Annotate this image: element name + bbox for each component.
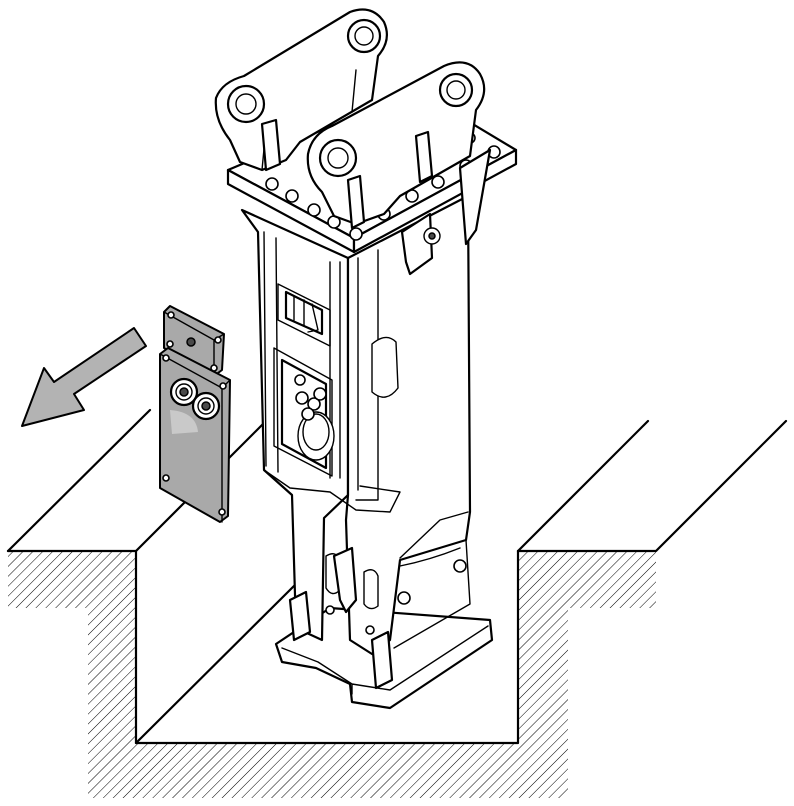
bracket-left-pin-inner: [235, 93, 257, 115]
lower-bolt-1-icon: [397, 591, 411, 605]
ground-surface-right: [516, 419, 788, 553]
pit-front-wall: [134, 549, 520, 745]
large-plate-screw-3: [162, 474, 170, 482]
ground-right-back: [516, 419, 650, 553]
accumulator-cap: [302, 413, 330, 451]
soil-hatching: [8, 551, 656, 798]
gusset-hole-inner: [428, 232, 436, 240]
right-strap: [393, 539, 471, 649]
lower-strap: [263, 469, 469, 559]
bracket-rib-2: [414, 130, 434, 184]
side-gusset: [458, 148, 492, 246]
small-plate-screw-2: [214, 336, 222, 344]
bracket-left-plate: [214, 8, 389, 172]
small-plate-screw-1: [167, 311, 175, 319]
upper-window-frame: [277, 283, 331, 347]
bracket-right-top-inner: [446, 80, 466, 100]
bracket-rib-3: [260, 118, 282, 172]
side-oval-opening: [371, 336, 399, 398]
housing-edge-strip: [329, 249, 379, 501]
pit-floor-edge: [134, 578, 302, 745]
fitting-5-icon: [294, 374, 306, 386]
lower-window-frame: [273, 347, 333, 477]
bracket-right-pin-inner: [327, 147, 349, 169]
fitting-4-icon: [313, 387, 327, 401]
flange-bolts: [265, 132, 501, 241]
fitting-1-icon: [295, 391, 309, 405]
large-plate-screw-4: [218, 508, 226, 516]
hydraulic-breaker: [214, 8, 518, 710]
large-plate-screw-1: [162, 354, 170, 362]
cover-plate-icon: [159, 305, 231, 523]
small-plate-plug: [186, 337, 196, 347]
bracket-left-top-inner: [354, 26, 374, 46]
hose-coupling-icon: [169, 377, 221, 421]
large-plate-screw-2: [219, 382, 227, 390]
bracket-rib-1: [346, 174, 366, 230]
small-plate-screw-3: [166, 340, 174, 348]
lower-lug-left: [288, 590, 312, 642]
fitting-2-icon: [307, 397, 321, 411]
large-cover-plate: [159, 347, 231, 523]
removal-arrow-icon: [21, 327, 147, 427]
housing-left-strip: [263, 231, 279, 473]
lower-bolt-3-icon: [325, 605, 335, 615]
upper-window-detail: [293, 295, 319, 333]
housing-right-face: [344, 194, 472, 656]
large-plate-shadow: [170, 410, 198, 434]
lower-bolt-4-icon: [365, 625, 375, 635]
ground-left-edge: [6, 408, 152, 553]
guide-slot-right: [363, 569, 379, 610]
lower-clamp: [332, 546, 358, 614]
lower-lug-right: [370, 630, 394, 690]
front-gusset: [400, 212, 434, 276]
foot-plate-edge: [281, 625, 489, 695]
lower-bolt-2-icon: [453, 559, 467, 573]
fitting-3-icon: [301, 407, 315, 421]
